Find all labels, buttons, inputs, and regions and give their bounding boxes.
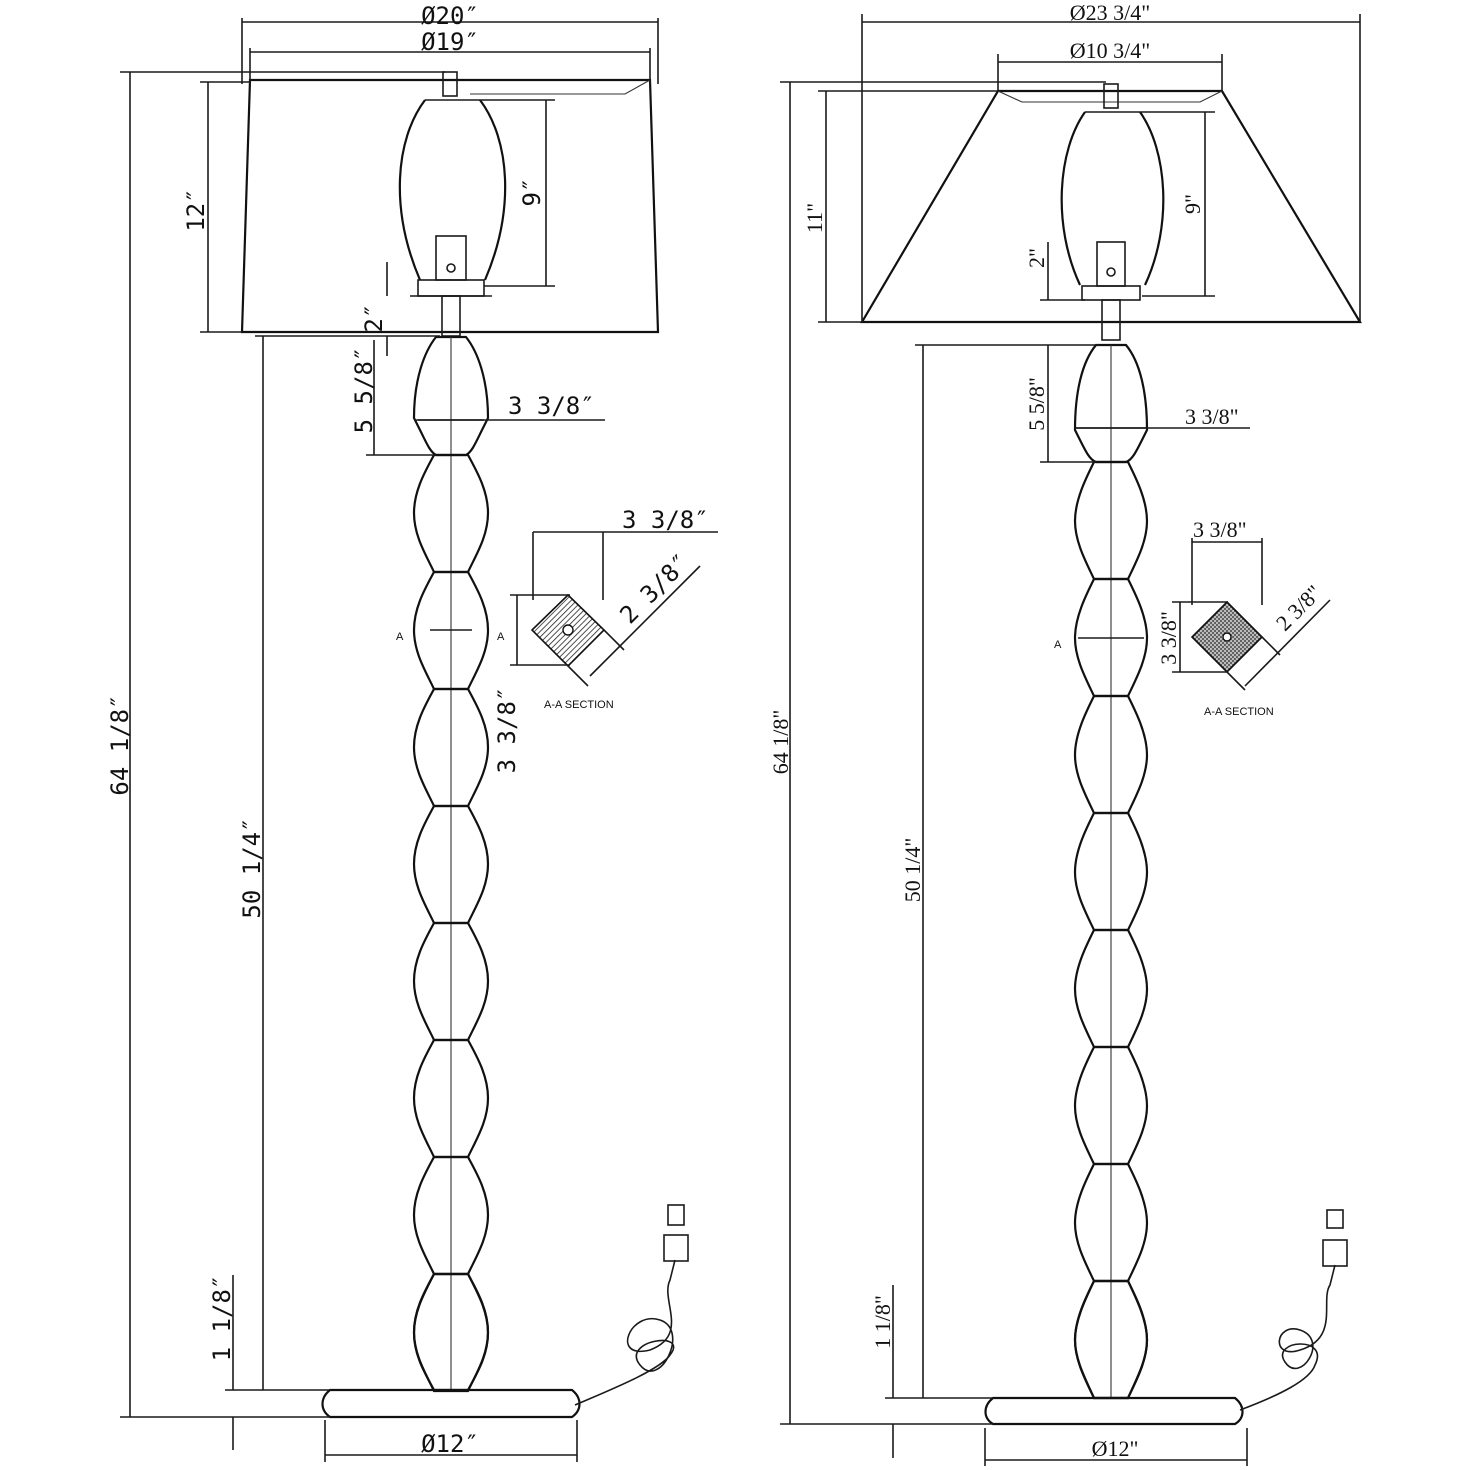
right-segment-width-label: 3 3/8" (1185, 404, 1239, 429)
left-harp (398, 99, 507, 281)
left-section (510, 531, 718, 687)
left-finial (442, 71, 458, 97)
left-segment-height-label: 5 5/8″ (350, 347, 378, 434)
left-body-height-label: 50 1/4″ (238, 817, 266, 918)
left-shade (240, 78, 660, 334)
right-base-diameter-label: Ø12" (1092, 1436, 1139, 1461)
right-harp (1060, 111, 1165, 286)
left-shade-outer-diameter-label: Ø20″ (421, 2, 479, 30)
left-total-height-label: 64 1/8″ (106, 694, 134, 795)
left-socket-height-label: 2″ (360, 304, 388, 333)
left-shade-inner-diameter-label: Ø19″ (421, 28, 479, 56)
left-lamp (120, 18, 718, 1462)
left-base-height-label: 1 1/8″ (208, 1275, 236, 1362)
right-segment-height-label: 5 5/8" (1024, 377, 1049, 431)
left-section-title: A-A SECTION (544, 699, 614, 711)
left-socket (435, 235, 467, 281)
left-section-marker-a2: A (497, 631, 505, 643)
right-cord (1239, 1264, 1336, 1411)
left-section-diagonal-label: 2 3/8″ (614, 548, 695, 629)
left-section-height-label: 3 3/8″ (493, 687, 521, 774)
right-lamp (780, 14, 1362, 1466)
left-section-width-label: 3 3/8″ (622, 506, 709, 534)
right-harp-height-label: 9" (1180, 194, 1205, 214)
left-harp-height-label: 9″ (518, 178, 546, 207)
right-section-marker-a: A (1054, 639, 1062, 651)
left-body (412, 335, 490, 1393)
left-base (321, 1388, 581, 1419)
right-shade-bottom-diameter-label: Ø23 3/4" (1070, 0, 1150, 25)
right-section-diagonal-label: 2 3/8" (1271, 580, 1327, 636)
right-section-height-label: 3 3/8" (1156, 611, 1181, 665)
right-section-width-label: 3 3/8" (1193, 517, 1247, 542)
left-segment-width-label: 3 3/8″ (508, 392, 595, 420)
left-section-marker-a: A (396, 631, 404, 643)
right-body-height-label: 50 1/4" (900, 838, 925, 903)
right-body (1073, 343, 1149, 1400)
right-shade-top-diameter-label: Ø10 3/4" (1070, 38, 1150, 63)
right-socket (1096, 241, 1126, 287)
right-shade (860, 89, 1362, 324)
right-section (1172, 538, 1331, 691)
right-base (984, 1396, 1244, 1426)
right-finial (1103, 83, 1119, 109)
right-section-title: A-A SECTION (1204, 706, 1274, 718)
right-base-height-label: 1 1/8" (870, 1295, 895, 1349)
right-shade-height-label: 11" (802, 203, 827, 233)
left-base-diameter-label: Ø12″ (421, 1430, 479, 1458)
left-shade-height-label: 12″ (182, 188, 210, 231)
left-cord (574, 1259, 676, 1406)
right-total-height-label: 64 1/8" (768, 710, 793, 775)
right-socket-height-label: 2" (1024, 248, 1049, 268)
